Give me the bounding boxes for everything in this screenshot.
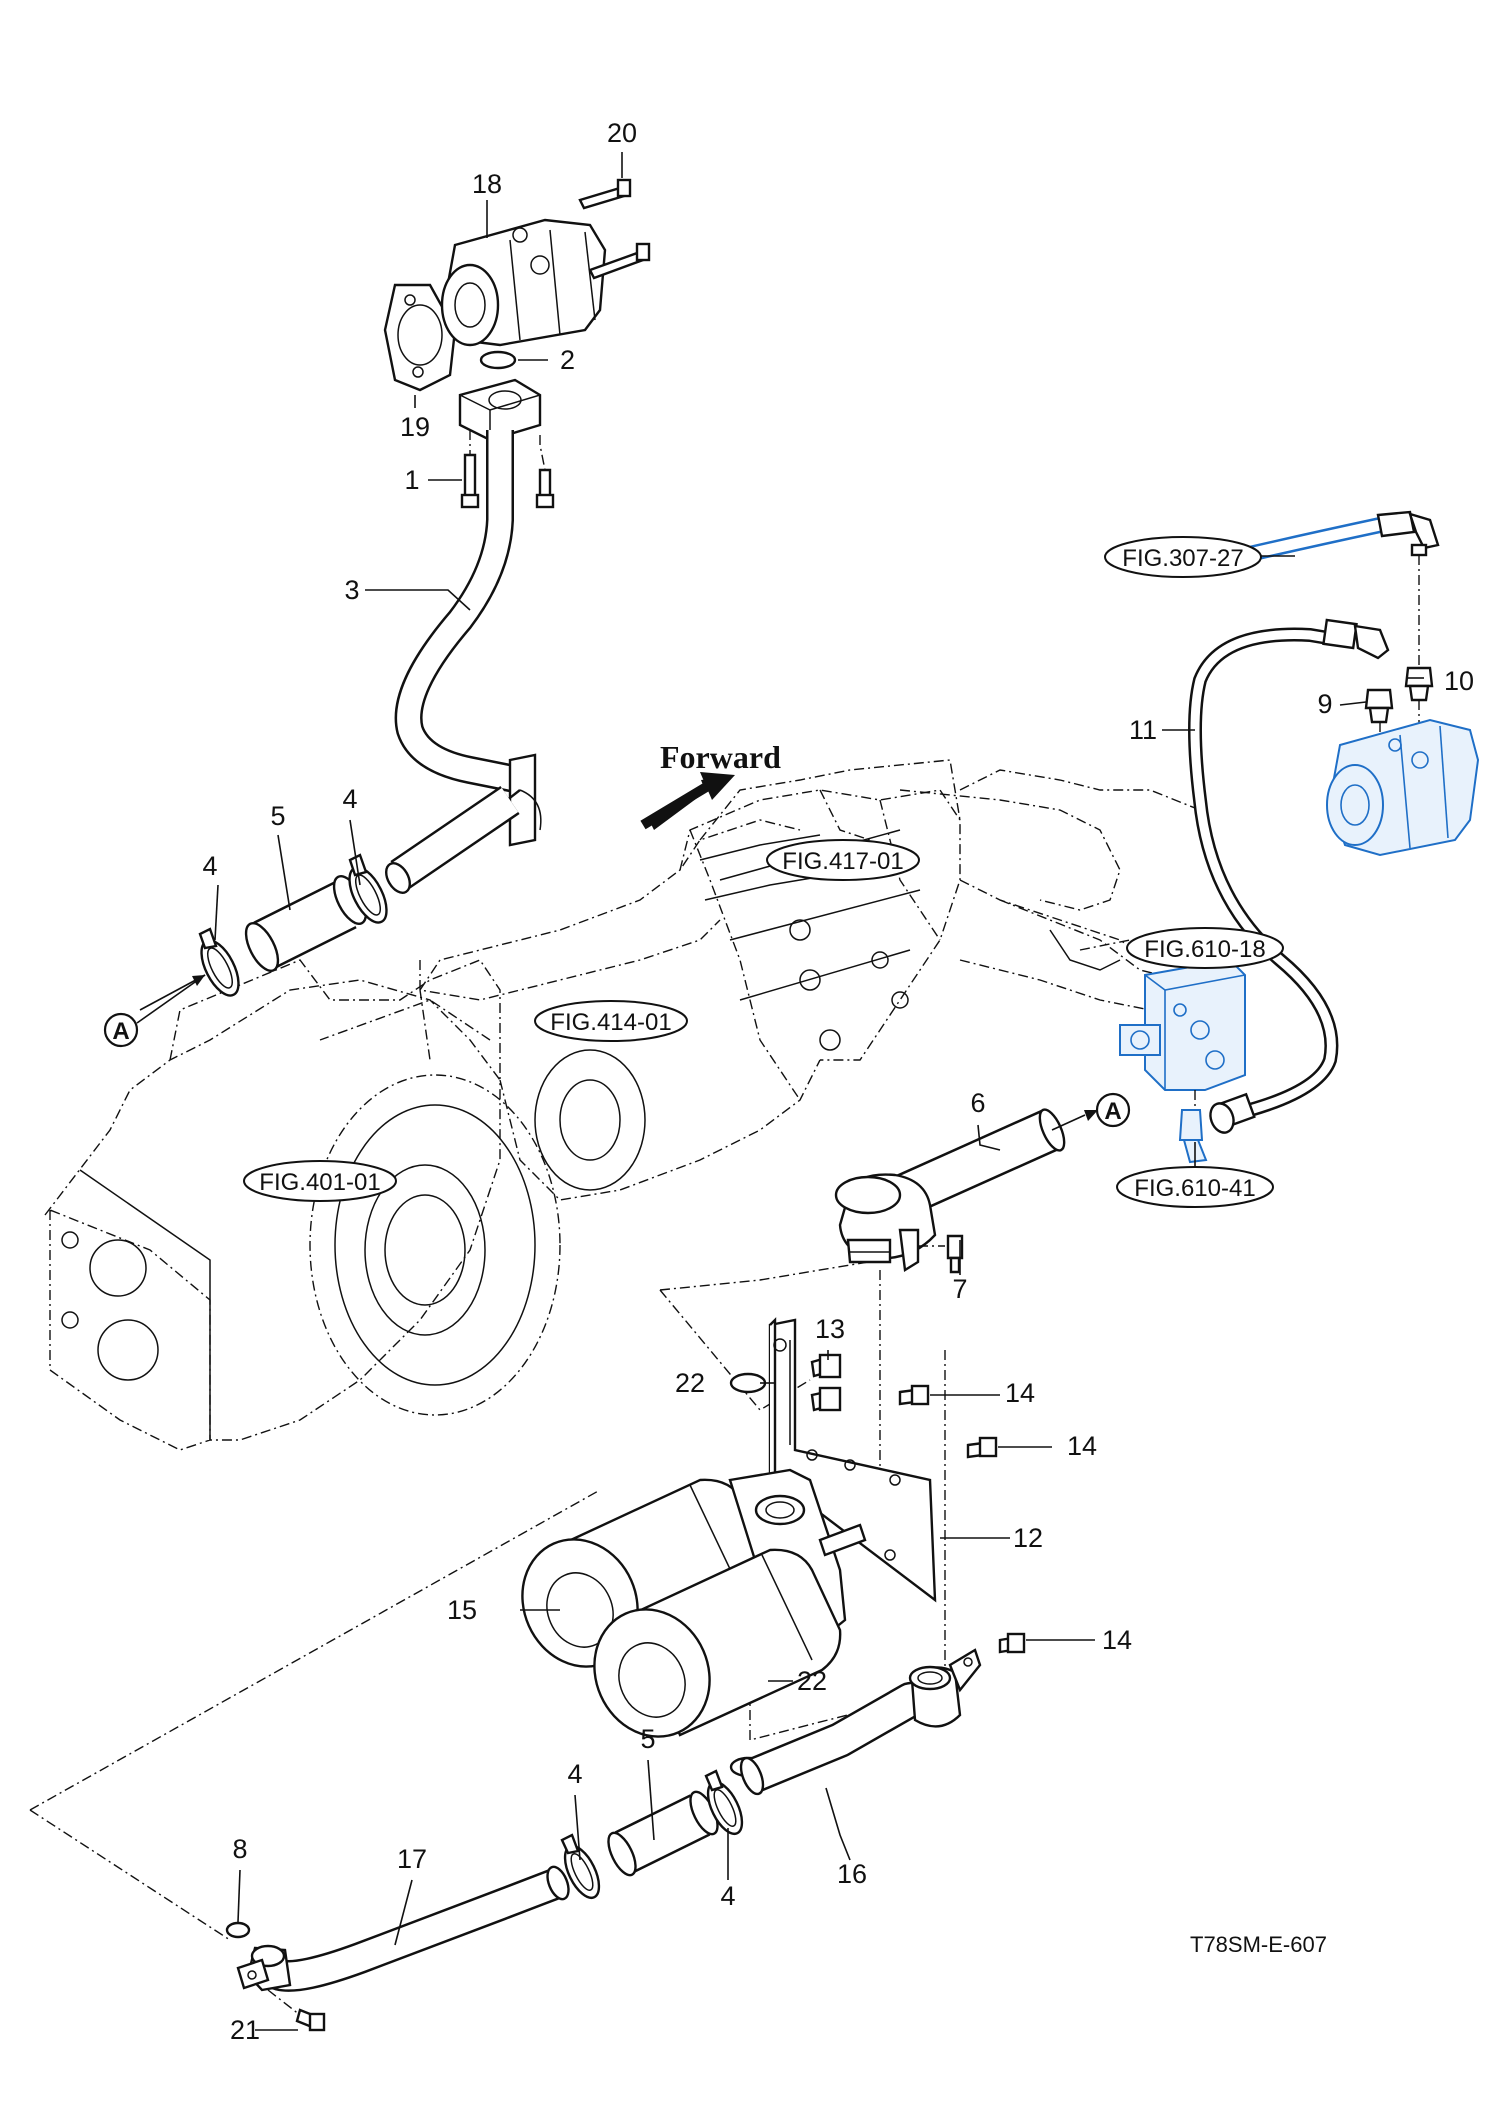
svg-text:FIG.610-41: FIG.610-41	[1134, 1175, 1255, 1202]
callout-3: 3	[344, 575, 359, 605]
pressure-hose-11	[1188, 618, 1390, 1134]
callout-20: 20	[607, 118, 637, 148]
callout-7: 7	[952, 1274, 967, 1304]
return-pipe-16	[739, 1648, 982, 1796]
valve-block-highlighted	[1119, 958, 1246, 1164]
leader-lines	[214, 152, 1424, 2031]
callout-19: 19	[400, 412, 430, 442]
callout-21: 21	[230, 2015, 260, 2045]
callout-labels: 20 18 2 19 1 3 4 4 5 11 9 10 6 7 13 22 1…	[202, 118, 1474, 2045]
callout-10: 10	[1444, 666, 1474, 696]
svg-text:FIG.610-18: FIG.610-18	[1144, 936, 1265, 963]
return-pipe-17	[225, 1865, 570, 2032]
view-marker-a-left: A	[103, 974, 206, 1048]
fig-ref-610-18[interactable]: FIG.610-18	[1126, 927, 1284, 969]
callout-14-c: 14	[1102, 1625, 1132, 1655]
fig-ref-414-01[interactable]: FIG.414-01	[534, 1000, 688, 1042]
svg-text:FIG.417-01: FIG.417-01	[782, 848, 903, 875]
svg-text:A: A	[112, 1018, 129, 1045]
callout-11: 11	[1129, 715, 1157, 745]
suction-elbow-6	[834, 1108, 1098, 1274]
callout-4-upper-left: 4	[202, 851, 217, 881]
callout-4-upper-right: 4	[342, 784, 357, 814]
o-ring-2	[479, 350, 517, 370]
pump-assembly	[383, 178, 651, 509]
hydraulic-pump-highlighted	[1326, 718, 1480, 857]
oil-filters-15	[521, 1468, 867, 1778]
view-marker-a-right: A	[1095, 1092, 1131, 1128]
svg-text:FIG.414-01: FIG.414-01	[550, 1009, 671, 1036]
callout-15: 15	[447, 1595, 477, 1625]
svg-text:A: A	[1104, 1098, 1121, 1125]
svg-text:FIG.307-27: FIG.307-27	[1122, 545, 1243, 572]
callout-1: 1	[404, 465, 419, 495]
fig-ref-417-01[interactable]: FIG.417-01	[766, 839, 920, 881]
drawing-code: T78SM-E-607	[1190, 1932, 1327, 1957]
forward-arrow	[640, 772, 735, 830]
upper-hose-set	[139, 853, 388, 1011]
callout-14-b: 14	[1067, 1431, 1097, 1461]
callout-9: 9	[1317, 689, 1332, 719]
callout-4-lower-bottom: 4	[720, 1881, 735, 1911]
callout-22-lower: 22	[797, 1666, 827, 1696]
callout-16: 16	[837, 1859, 867, 1889]
svg-text:FIG.401-01: FIG.401-01	[259, 1169, 380, 1196]
filter-bracket-12	[729, 1317, 1026, 1654]
callout-22-upper: 22	[675, 1368, 705, 1398]
pipe-flange-block	[458, 378, 542, 442]
callout-13: 13	[815, 1314, 845, 1344]
fig-ref-610-41[interactable]: FIG.610-41	[1116, 1166, 1274, 1208]
fig-ref-401-01[interactable]: FIG.401-01	[243, 1160, 397, 1202]
callout-14-a: 14	[1005, 1378, 1035, 1408]
forward-label: Forward	[660, 739, 781, 775]
callout-2: 2	[560, 345, 575, 375]
callout-5-upper: 5	[270, 801, 285, 831]
figure-references[interactable]: FIG.307-27 FIG.417-01 FIG.414-01 FIG.401…	[243, 536, 1284, 1208]
transmission-housing	[44, 759, 1201, 1451]
gasket-19	[383, 283, 457, 392]
fig-ref-307-27[interactable]: FIG.307-27	[1104, 536, 1262, 578]
suction-pipe-3	[385, 430, 542, 894]
callout-12: 12	[1013, 1523, 1043, 1553]
callout-8: 8	[232, 1834, 247, 1864]
callout-4-lower-top: 4	[567, 1759, 582, 1789]
callout-6: 6	[970, 1088, 985, 1118]
callout-5-lower: 5	[640, 1724, 655, 1754]
lower-hose-set	[560, 1769, 744, 1900]
callout-18: 18	[472, 169, 502, 199]
callout-17: 17	[397, 1844, 427, 1874]
